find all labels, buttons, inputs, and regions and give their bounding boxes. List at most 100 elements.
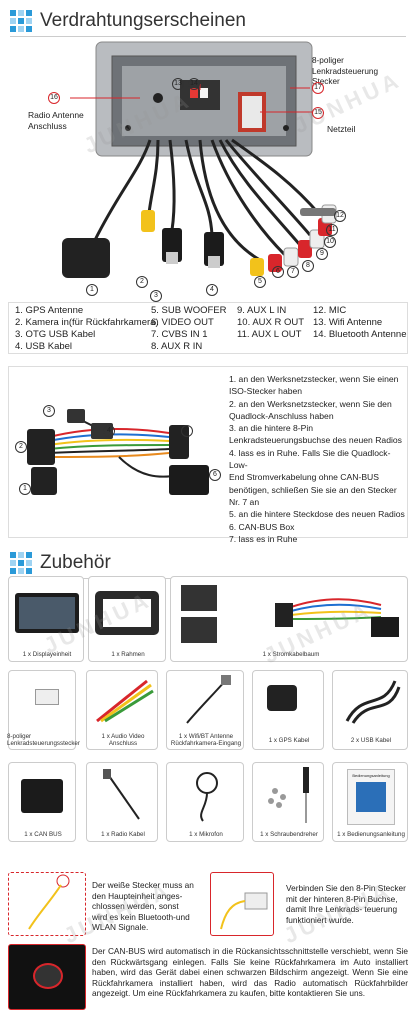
step-line: Nr. 7 an — [229, 496, 260, 507]
usb-cable-image — [345, 680, 401, 724]
section-title-wiring: Verdrahtungserscheinen — [10, 10, 246, 32]
note-white-plug: Der weiße Stecker muss an den Haupteinhe… — [92, 880, 194, 932]
frame-image — [95, 591, 159, 635]
callout-num: 7 — [287, 266, 299, 278]
callout-num: 8 — [302, 260, 314, 272]
legend-item: 6. VIDEO OUT — [151, 317, 214, 328]
step-line: ISO-Stecker haben — [229, 386, 303, 397]
note-8pin: Verbinden Sie den 8-Pin Stecker mit der … — [286, 883, 406, 925]
harness-num: 2 — [15, 441, 27, 453]
callout-num: 9 — [316, 248, 328, 260]
legend-item: 2. Kamera in(für Rückfahrkamera) — [15, 317, 159, 328]
legend-item: 3. OTG USB Kabel — [15, 329, 96, 340]
accessory-card-steering-plug: 8-poliger Lenkradsteuerungsstecker — [7, 670, 80, 750]
screwdriver-image — [268, 767, 309, 823]
canbus-image — [21, 779, 63, 813]
callout-num: 3 — [150, 290, 162, 302]
harness-num: 4 — [103, 425, 115, 437]
step-line: Lenkradsteuerungsbuchse des neuen Radios — [229, 435, 402, 446]
callout-num: 1 — [86, 284, 98, 296]
accessory-card-harness: 1 x Stromkabelbaum — [170, 576, 408, 662]
harness-num: 6 — [209, 469, 221, 481]
accessory-caption: 1 x Schraubendreher — [260, 831, 318, 838]
accessory-caption: 1 x Bedienungsanleitung — [337, 831, 405, 838]
legend-item: 4. USB Kabel — [15, 341, 73, 352]
grid-icon — [10, 10, 32, 32]
legend-item: 1. GPS Antenne — [15, 305, 84, 316]
accessory-caption: 1 x Displayeinheit — [22, 651, 72, 658]
wifi-antenna-image — [186, 675, 231, 724]
callout-num: 4 — [206, 284, 218, 296]
step-line: 7. lass es in Ruhe — [229, 533, 298, 544]
divider — [10, 36, 406, 37]
harness-steps: 1. an den Werksnetzstecker, wenn Sie ein… — [229, 373, 407, 545]
accessory-caption: 1 x GPS Kabel — [268, 737, 310, 744]
harness-panel: 3 2 1 4 5 6 1. an den Werksnetzstecker, … — [8, 366, 408, 544]
accessory-caption: 1 x Audio Video Anschluss — [101, 733, 145, 747]
callout-num: 15 — [312, 107, 324, 119]
section-title-text: Zubehör — [40, 552, 111, 573]
callout-num: 2 — [136, 276, 148, 288]
step-line: 1. an den Werksnetzstecker, wenn Sie ein… — [229, 374, 399, 384]
camera-image — [8, 944, 86, 1010]
callout-power: Netzteil — [327, 124, 356, 134]
accessory-card-canbus: 1 x CAN BUS — [8, 762, 76, 842]
accessory-card-display: 1 x Displayeinheit — [8, 576, 84, 662]
accessory-card-wifi-antenna: 1 x Wifi/BT Antenne Rückfahrkamera-Einga… — [166, 670, 244, 750]
section-title-accessories: Zubehör — [10, 552, 111, 574]
accessory-caption: 8-poliger Lenkradsteuerungsstecker — [7, 733, 80, 747]
mic-image — [196, 772, 218, 822]
pin8-plug-svg — [220, 892, 268, 930]
accessory-card-manual: Bedienungsanleitung 1 x Bedienungsanleit… — [332, 762, 408, 842]
step-line: End Stromverkabelung ohne CAN-BUS — [229, 472, 379, 483]
note-canbus: Der CAN-BUS wird automatisch in die Rück… — [92, 946, 408, 998]
legend-item: 8. AUX R IN — [151, 341, 203, 352]
step-line: 4. lass es in Ruhe. Falls Sie die Quadlo… — [229, 447, 391, 471]
white-plug-image — [8, 872, 86, 936]
accessory-caption: 1 x Mikrofon — [189, 831, 223, 838]
callout-num: 12 — [334, 210, 346, 222]
callout-num: 13 — [172, 78, 184, 90]
callout-num: 17 — [312, 82, 324, 94]
plug-image — [35, 689, 59, 705]
accessory-caption: 1 x Rahmen — [111, 651, 145, 658]
legend-item: 9. AUX L IN — [237, 305, 287, 316]
wiring-diagram-svg — [62, 41, 337, 278]
callout-num: 16 — [48, 92, 60, 104]
accessory-card-gps: 1 x GPS Kabel — [252, 670, 324, 750]
legend-item: 14. Bluetooth Antenne — [313, 329, 407, 340]
accessory-card-radio-cable: 1 x Radio Kabel — [86, 762, 158, 842]
radio-cable-image — [103, 769, 140, 820]
harness-num: 5 — [181, 425, 193, 437]
legend-item: 7. CVBS IN 1 — [151, 329, 208, 340]
step-line: 2. an den Werksnetzstecker, wenn Sie den — [229, 398, 392, 409]
legend-item: 10. AUX R OUT — [237, 317, 305, 328]
step-line: 5. an die hintere Steckdose des neuen Ra… — [229, 509, 405, 520]
display-unit-image — [15, 593, 79, 633]
antenna-plug-svg — [28, 874, 70, 930]
legend-item: 11. AUX L OUT — [237, 329, 302, 340]
callout-num: 14 — [188, 78, 200, 90]
section-title-text: Verdrahtungserscheinen — [40, 10, 246, 31]
legend-grid: 1. GPS Antenne 5. SUB WOOFER 9. AUX L IN… — [15, 305, 407, 353]
harness-diagram-svg — [27, 409, 209, 495]
step-line: 3. an die hintere 8-Pin — [229, 423, 314, 434]
accessory-caption: 2 x USB Kabel — [350, 737, 392, 744]
accessory-card-frame: 1 x Rahmen — [88, 576, 166, 662]
harness-num: 3 — [43, 405, 55, 417]
accessory-card-av-cable: 1 x Audio Video Anschluss — [86, 670, 158, 750]
manual-title: Bedienungsanleitung — [352, 773, 390, 778]
legend-item: 13. Wifi Antenne — [313, 317, 383, 328]
callout-radio-antenna: Radio Antenne Anschluss — [28, 110, 84, 131]
port-legend: 1. GPS Antenne 5. SUB WOOFER 9. AUX L IN… — [8, 302, 408, 354]
callout-num: 6 — [272, 266, 284, 278]
accessory-card-screwdriver: 1 x Schraubendreher — [252, 762, 324, 842]
accessory-caption: 1 x Stromkabelbaum — [262, 651, 320, 658]
callout-num: 5 — [254, 276, 266, 288]
accessory-caption: 1 x Wifi/BT Antenne Rückfahrkamera-Einga… — [170, 733, 242, 747]
manual-image: Bedienungsanleitung — [347, 769, 395, 825]
callout-steering-plug: 8-poliger Lenkradsteuerung Stecker — [312, 56, 379, 86]
av-cable-image — [96, 679, 154, 723]
accessory-caption: 1 x Radio Kabel — [101, 831, 145, 838]
grid-icon — [10, 552, 32, 574]
